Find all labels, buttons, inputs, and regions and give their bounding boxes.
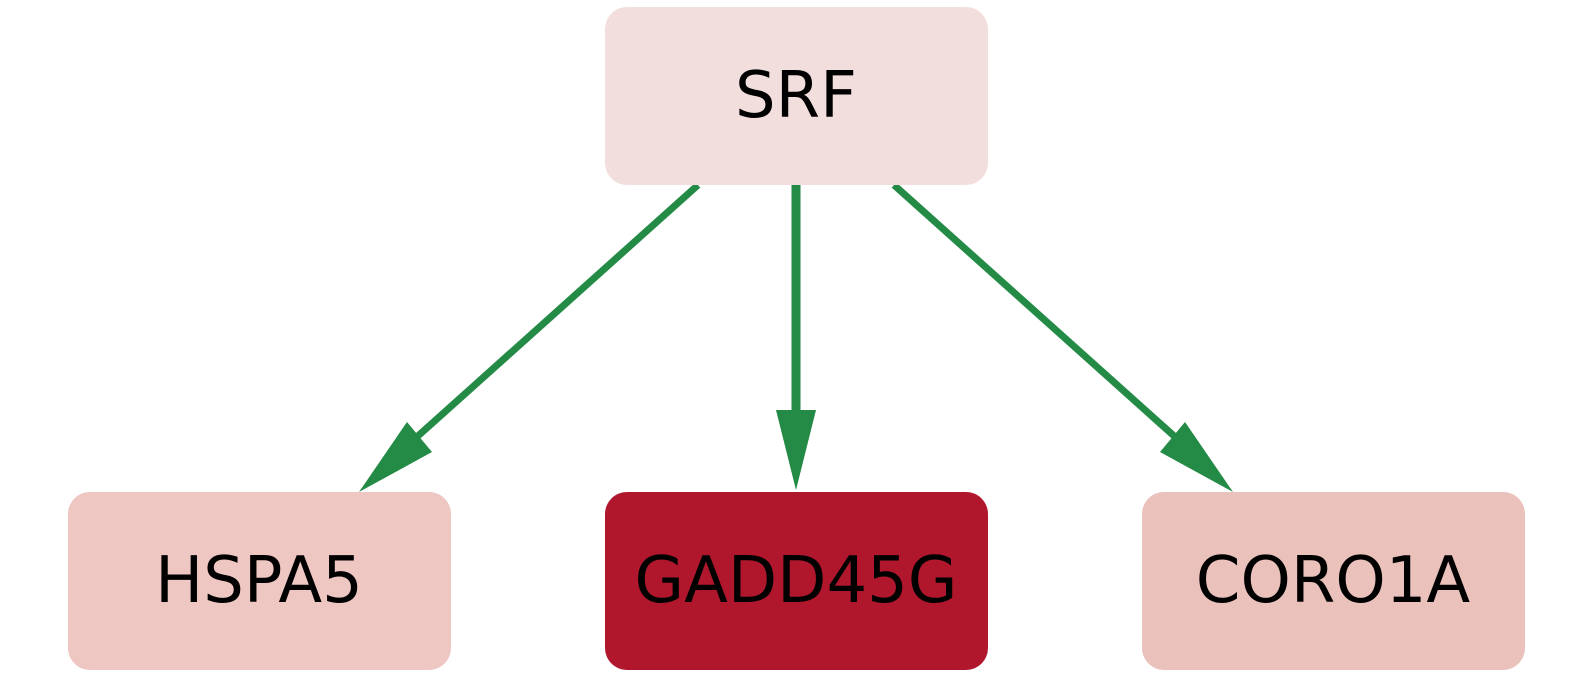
arrowhead-hspa5 <box>359 422 432 492</box>
node-gadd45g[interactable]: GADD45G <box>605 492 988 670</box>
node-box-coro1a <box>1142 492 1525 670</box>
node-box-srf <box>605 7 988 185</box>
node-box-hspa5 <box>68 492 451 670</box>
node-label-hspa5: HSPA5 <box>155 544 363 618</box>
node-label-gadd45g: GADD45G <box>635 544 958 618</box>
edge-srf-coro1a <box>891 182 1186 447</box>
edges <box>359 182 1233 492</box>
node-coro1a[interactable]: CORO1A <box>1142 492 1525 670</box>
node-label-coro1a: CORO1A <box>1196 544 1471 618</box>
edge-srf-hspa5 <box>406 182 701 447</box>
node-hspa5[interactable]: HSPA5 <box>68 492 451 670</box>
arrowhead-coro1a <box>1160 422 1233 492</box>
node-label-srf: SRF <box>735 59 857 133</box>
node-srf[interactable]: SRF <box>605 7 988 185</box>
node-box-gadd45g <box>605 492 988 670</box>
arrowhead-gadd45g <box>776 410 816 490</box>
